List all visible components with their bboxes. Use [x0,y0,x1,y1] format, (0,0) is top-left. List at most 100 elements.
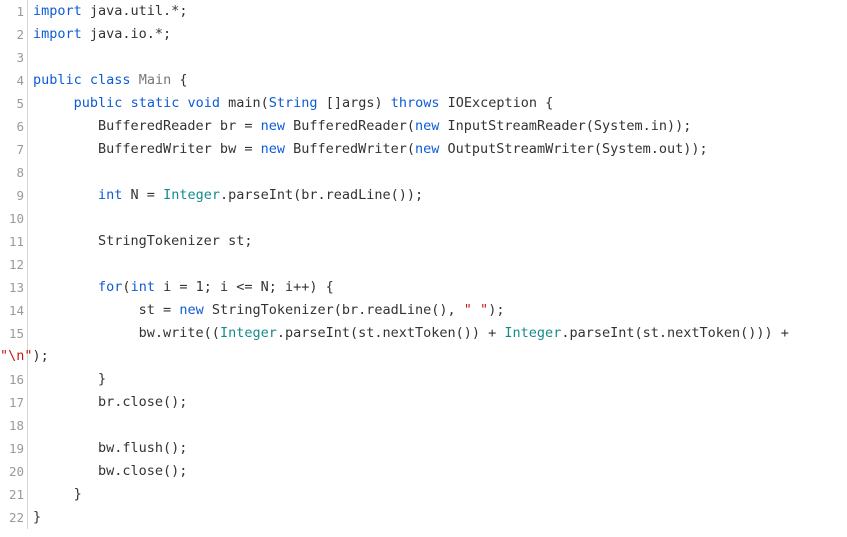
line-number: 9 [0,184,28,207]
code-token [122,95,130,111]
code-text[interactable]: bw.close(); [28,460,187,483]
line-number: 17 [0,391,28,414]
code-line[interactable]: 14 st = new StringTokenizer(br.readLine(… [0,299,847,322]
code-text[interactable]: } [28,368,106,391]
code-token: class [89,72,131,88]
code-token: .parseInt(st.nextToken())) + [561,325,789,341]
line-number: 6 [0,115,28,138]
code-token: } [33,509,42,525]
code-line[interactable]: 12 [0,253,847,276]
code-token: IOException { [439,95,554,111]
code-line[interactable]: 8 [0,161,847,184]
line-number: 14 [0,299,28,322]
line-number: 10 [0,207,28,230]
code-token: " " [463,302,489,318]
code-token: ( [122,279,131,295]
code-token: import [33,3,82,19]
code-text[interactable]: for(int i = 1; i <= N; i++) { [28,276,334,299]
code-line[interactable]: 13 for(int i = 1; i <= N; i++) { [0,276,847,299]
code-token [33,187,98,203]
code-text[interactable]: BufferedReader br = new BufferedReader(n… [28,115,691,138]
code-token: BufferedWriter( [284,141,416,157]
code-token: java.io.*; [81,26,172,42]
line-number: 3 [0,46,28,69]
line-number: 13 [0,276,28,299]
code-text[interactable]: StringTokenizer st; [28,230,252,253]
code-token: void [187,95,220,111]
code-token: Integer [504,325,562,341]
line-number: 12 [0,253,28,276]
code-line[interactable]: 5 public static void main(String []args)… [0,92,847,115]
code-line[interactable]: 20 bw.close(); [0,460,847,483]
code-text[interactable]: BufferedWriter bw = new BufferedWriter(n… [28,138,708,161]
code-line[interactable]: 15 bw.write((Integer.parseInt(st.nextTok… [0,322,847,368]
code-token: OutputStreamWriter(System.out)); [439,141,708,157]
code-text[interactable]: import java.util.*; [28,0,187,23]
line-number: 1 [0,0,28,23]
code-text[interactable]: bw.flush(); [28,437,187,460]
code-text[interactable]: int N = Integer.parseInt(br.readLine()); [28,184,423,207]
code-text[interactable]: bw.write((Integer.parseInt(st.nextToken(… [0,322,789,368]
code-token: BufferedWriter bw = [33,141,261,157]
code-token: Main [138,72,172,88]
code-token: N = [122,187,164,203]
code-token: String [268,95,318,111]
code-token [33,279,98,295]
code-token [82,72,90,88]
code-token: bw.write(( [33,325,220,341]
code-token: static [130,95,180,111]
code-token: int [130,279,155,295]
code-line[interactable]: 9 int N = Integer.parseInt(br.readLine()… [0,184,847,207]
code-token: new [179,302,204,318]
code-line[interactable]: 7 BufferedWriter bw = new BufferedWriter… [0,138,847,161]
code-line[interactable]: 6 BufferedReader br = new BufferedReader… [0,115,847,138]
code-text[interactable]: public static void main(String []args) t… [28,92,554,115]
code-line[interactable]: 3 [0,46,847,69]
code-line[interactable]: 21 } [0,483,847,506]
code-token: for [98,279,123,295]
code-token: br.close(); [33,394,188,410]
code-token: StringTokenizer st; [33,233,253,249]
code-text[interactable]: } [28,506,41,529]
code-token: BufferedReader br = [33,118,261,134]
code-visual-line: bw.write((Integer.parseInt(st.nextToken(… [33,322,789,345]
code-line[interactable]: 22} [0,506,847,529]
code-token: ); [488,302,505,318]
code-token: StringTokenizer(br.readLine(), [203,302,464,318]
code-line[interactable]: 10 [0,207,847,230]
code-text[interactable]: } [28,483,82,506]
line-number: 19 [0,437,28,460]
line-number: 20 [0,460,28,483]
code-token: bw.flush(); [33,440,188,456]
code-text[interactable]: st = new StringTokenizer(br.readLine(), … [28,299,505,322]
code-text[interactable]: public class Main { [28,69,187,92]
line-number: 7 [0,138,28,161]
line-number: 21 [0,483,28,506]
code-line[interactable]: 17 br.close(); [0,391,847,414]
line-number: 5 [0,92,28,115]
code-text[interactable]: br.close(); [28,391,187,414]
code-text[interactable]: import java.io.*; [28,23,171,46]
code-line[interactable]: 18 [0,414,847,437]
code-token: import [33,26,82,42]
code-token: .parseInt(br.readLine()); [219,187,424,203]
code-line[interactable]: 16 } [0,368,847,391]
code-token [33,95,74,111]
line-number: 16 [0,368,28,391]
code-token: new [260,141,285,157]
code-token [131,72,139,88]
line-number: 4 [0,69,28,92]
code-line[interactable]: 11 StringTokenizer st; [0,230,847,253]
code-token: InputStreamReader(System.in)); [439,118,692,134]
code-token: int [98,187,123,203]
code-line[interactable]: 19 bw.flush(); [0,437,847,460]
code-token: } [33,486,82,502]
code-token: main( [220,95,269,111]
code-token: { [171,72,188,88]
line-number: 11 [0,230,28,253]
code-token: Integer [219,325,277,341]
